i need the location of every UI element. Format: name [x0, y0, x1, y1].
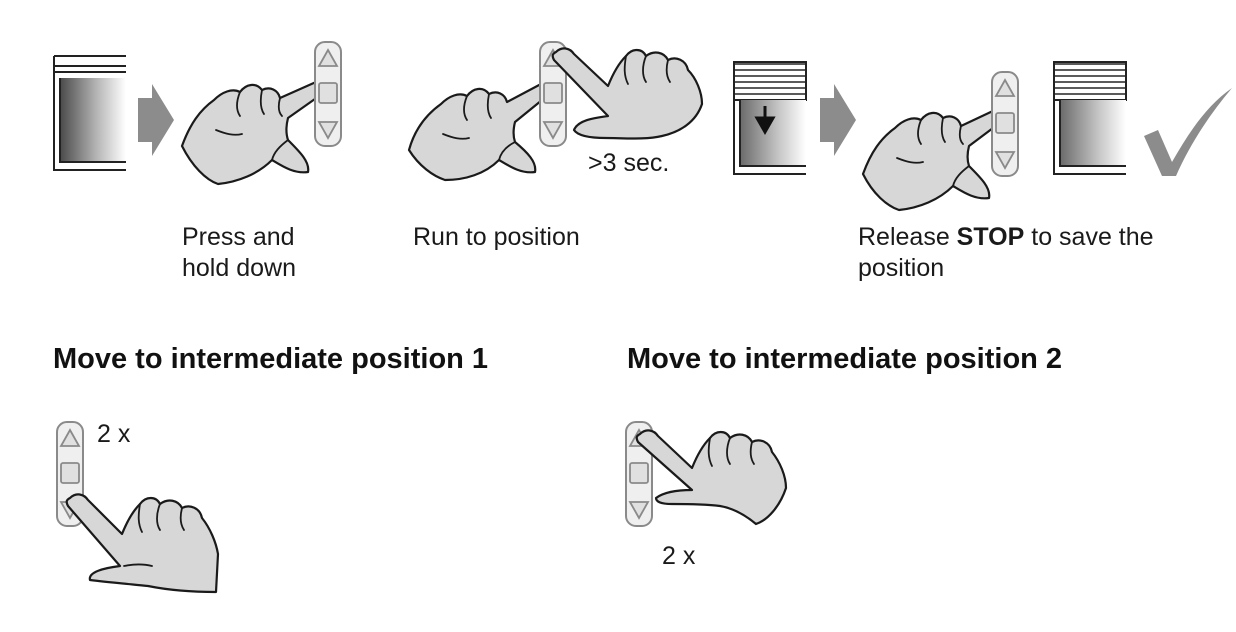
window-shutter-open-icon	[53, 55, 126, 171]
step-press-caption: Press and hold down	[182, 222, 296, 284]
step-press-caption-line2: hold down	[182, 254, 296, 282]
remote-control-icon	[314, 41, 342, 147]
release-suffix: to save the	[1024, 223, 1154, 251]
press-count-1: 2 x	[97, 420, 131, 448]
duration-label: >3 sec.	[588, 149, 670, 177]
release-stop-keyword: STOP	[956, 223, 1025, 251]
arrow-right-icon	[820, 84, 856, 156]
release-prefix: Release	[858, 223, 957, 251]
section-heading-position-1: Move to intermediate position 1	[53, 343, 489, 375]
checkmark-icon	[1144, 88, 1232, 176]
window-shutter-intermediate-icon	[1053, 61, 1127, 175]
hand-press-icon	[180, 80, 327, 186]
hand-press-icon	[635, 429, 788, 526]
hand-press-icon	[551, 47, 704, 140]
hand-press-icon	[65, 493, 220, 594]
step-press-caption-line1: Press and	[182, 223, 295, 251]
step-run-caption: Run to position	[413, 223, 580, 251]
release-caption-line2: position	[858, 254, 945, 282]
step-release-caption: Release STOP to save the position	[858, 222, 1154, 284]
arrow-right-icon	[138, 84, 174, 156]
remote-control-icon	[991, 71, 1019, 177]
hand-press-icon	[861, 108, 1006, 212]
press-count-2: 2 x	[662, 542, 696, 570]
window-shutter-lowering-icon	[733, 61, 807, 175]
section-heading-position-2: Move to intermediate position 2	[627, 343, 1063, 375]
